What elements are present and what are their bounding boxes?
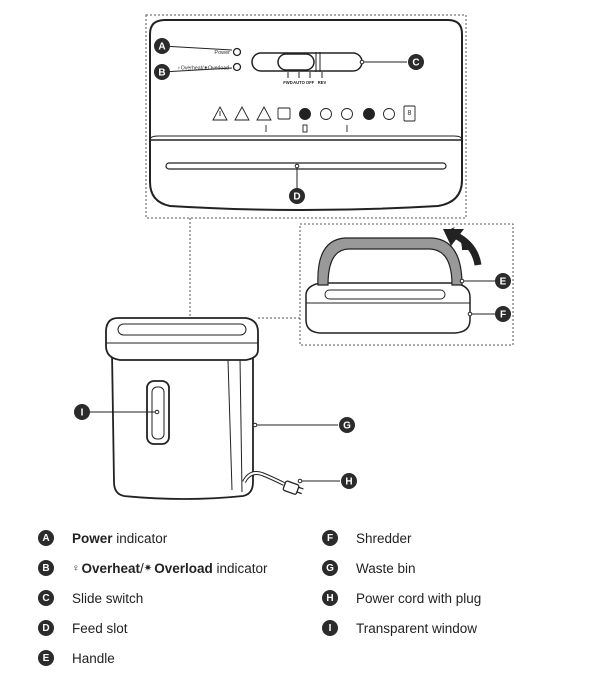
- callout-badge-e: E: [495, 273, 511, 289]
- legend-badge-c: C: [38, 590, 54, 606]
- legend-badge-g: G: [322, 560, 338, 576]
- legend-a-bold: Power: [72, 530, 113, 546]
- svg-text:B: B: [158, 68, 165, 79]
- shredder-body: [105, 317, 304, 500]
- legend-d-text: Feed slot: [72, 620, 128, 636]
- lightbulb-icon: ♀: [72, 562, 80, 574]
- legend-badge-h: H: [322, 590, 338, 606]
- legend-a-text: indicator: [112, 530, 168, 546]
- callout-badge-i: I: [74, 404, 90, 420]
- legend-b-text: indicator: [212, 560, 268, 576]
- callout-badge-b: B: [154, 64, 170, 80]
- callout-badge-h: H: [341, 473, 357, 489]
- svg-text:G: G: [343, 421, 351, 432]
- switch-off: OFF: [306, 80, 315, 85]
- callout-badge-c: C: [408, 54, 424, 70]
- power-indicator-light: [232, 47, 242, 57]
- legend-badge-a: A: [38, 530, 54, 546]
- legend-item-a: A Power indicator: [38, 528, 167, 548]
- sun-burst-icon: ✷: [204, 66, 209, 72]
- no-hair-icon: [363, 108, 375, 120]
- legend-badge-b: B: [38, 560, 54, 576]
- detail-box-top: [145, 14, 467, 219]
- legend-badge-d: D: [38, 620, 54, 636]
- no-hands-icon: [299, 108, 311, 120]
- legend-item-b: B ♀Overheat/✷Overload indicator: [38, 558, 268, 578]
- legend-i-text: Transparent window: [356, 620, 478, 636]
- callout-badge-f: F: [495, 306, 511, 322]
- warning-triangle-icon: [212, 106, 228, 121]
- legend-g-text: Waste bin: [356, 560, 416, 576]
- no-tie-icon: [320, 108, 332, 120]
- legend-item-h: H Power cord with plug: [322, 588, 481, 608]
- legend-item-e: E Handle: [38, 648, 115, 668]
- power-label: Power: [214, 50, 230, 56]
- legend-item-g: G Waste bin: [322, 558, 416, 578]
- feed-slot: [165, 162, 447, 170]
- slide-switch-knob[interactable]: [277, 53, 315, 71]
- legend-h-text: Power cord with plug: [356, 590, 482, 606]
- svg-text:C: C: [412, 58, 419, 69]
- no-children-icon: [341, 108, 353, 120]
- legend-badge-e: E: [38, 650, 54, 666]
- capacity-icon: [403, 105, 416, 122]
- sun-burst-icon: ✷: [143, 562, 153, 574]
- handle: [317, 237, 463, 286]
- switch-rev: REV: [318, 80, 327, 85]
- legend-item-c: C Slide switch: [38, 588, 143, 608]
- legend-c-text: Slide switch: [72, 590, 144, 606]
- callout-badge-d: D: [289, 188, 305, 204]
- overheat-indicator-light: [232, 62, 242, 72]
- lightbulb-icon: ♀: [177, 66, 181, 72]
- capacity-number: 8: [408, 110, 412, 117]
- svg-text:E: E: [500, 277, 507, 288]
- svg-text:H: H: [345, 477, 352, 488]
- legend-e-text: Handle: [72, 650, 115, 666]
- warning-triangle-icon: [256, 106, 272, 121]
- power-plug: [282, 480, 304, 495]
- switch-auto: AUTO: [293, 80, 306, 85]
- switch-fwd: FWD: [283, 80, 293, 85]
- svg-text:D: D: [293, 192, 300, 203]
- no-clothing-icon: [383, 108, 395, 120]
- legend-item-f: F Shredder: [322, 528, 412, 548]
- callout-badge-g: G: [339, 417, 355, 433]
- legend-b-bold2: Overload: [154, 560, 213, 576]
- svg-text:F: F: [500, 310, 506, 321]
- warning-triangle-icon: [234, 106, 250, 121]
- manual-icon: [277, 107, 291, 120]
- legend-b-sep: /: [140, 560, 144, 576]
- legend-f-text: Shredder: [356, 530, 412, 546]
- svg-text:I: I: [81, 408, 84, 419]
- legend-b-bold1: Overheat: [81, 560, 141, 576]
- legend-badge-f: F: [322, 530, 338, 546]
- svg-text:A: A: [158, 42, 165, 53]
- legend-item-i: I Transparent window: [322, 618, 477, 638]
- handle-detail: [305, 227, 482, 334]
- legend-item-d: D Feed slot: [38, 618, 128, 638]
- legend-badge-i: I: [322, 620, 338, 636]
- detail-box-right: [299, 223, 514, 346]
- warning-icons-row: [212, 105, 416, 133]
- callout-badge-a: A: [154, 38, 170, 54]
